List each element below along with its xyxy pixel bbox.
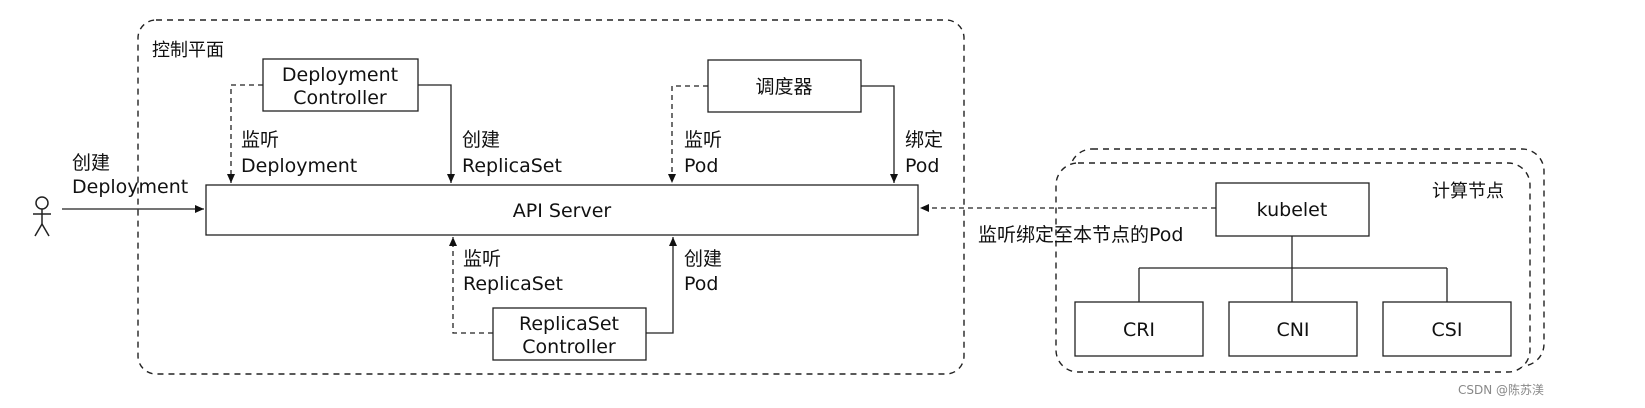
compute-node-title: 计算节点 — [1432, 181, 1504, 202]
cni-box: CNI — [1228, 301, 1358, 357]
cni-label: CNI — [1276, 319, 1309, 341]
create-pod-label-line1: 创建 — [684, 248, 722, 270]
replicaset-controller-label-line2: Controller — [522, 336, 616, 358]
user-create-label-line1: 创建 — [72, 152, 110, 174]
watch-deployment-label-line1: 监听 — [241, 129, 279, 151]
watch-deployment-label-line2: Deployment — [241, 155, 357, 177]
watermark-text: CSDN @陈苏渼 — [1458, 382, 1544, 397]
watch-pod-arrow — [668, 85, 708, 183]
bind-pod-arrow — [861, 85, 898, 183]
api-server-label: API Server — [513, 200, 612, 222]
kubelet-box: kubelet — [1215, 182, 1370, 237]
create-replicaset-arrow — [418, 84, 455, 183]
kubelet-tree-connectors — [1138, 236, 1448, 302]
csi-box: CSI — [1382, 301, 1512, 357]
watch-replicaset-label-line2: ReplicaSet — [463, 273, 563, 295]
deployment-controller-label-line2: Controller — [293, 87, 387, 109]
api-server-box: API Server — [205, 184, 919, 236]
create-pod-arrow — [646, 237, 677, 334]
watch-replicaset-arrow — [449, 237, 493, 334]
bind-pod-label-line2: Pod — [905, 155, 939, 177]
watch-pod-label-line2: Pod — [684, 155, 718, 177]
watch-replicaset-label-line1: 监听 — [463, 248, 501, 270]
cri-box: CRI — [1074, 301, 1204, 357]
create-pod-label-line2: Pod — [684, 273, 718, 295]
watch-pod-label-line1: 监听 — [684, 129, 722, 151]
scheduler-label: 调度器 — [755, 76, 812, 98]
csi-label: CSI — [1432, 319, 1463, 341]
bind-pod-label-line1: 绑定 — [905, 129, 943, 151]
create-replicaset-label-line1: 创建 — [462, 129, 500, 151]
deployment-controller-box: Deployment Controller — [262, 58, 419, 112]
scheduler-box: 调度器 — [707, 59, 862, 113]
watch-deployment-arrow — [227, 84, 263, 183]
replicaset-controller-box: ReplicaSet Controller — [492, 307, 647, 361]
kubelet-label: kubelet — [1257, 199, 1328, 221]
kubelet-watch-label: 监听绑定至本节点的Pod — [978, 224, 1183, 246]
control-plane-title: 控制平面 — [152, 40, 224, 61]
deployment-controller-label-line1: Deployment — [282, 64, 398, 86]
user-create-label-line2: Deployment — [72, 176, 188, 198]
create-replicaset-label-line2: ReplicaSet — [462, 155, 562, 177]
replicaset-controller-label-line1: ReplicaSet — [519, 313, 619, 335]
cri-label: CRI — [1123, 319, 1155, 341]
user-icon — [33, 196, 51, 237]
